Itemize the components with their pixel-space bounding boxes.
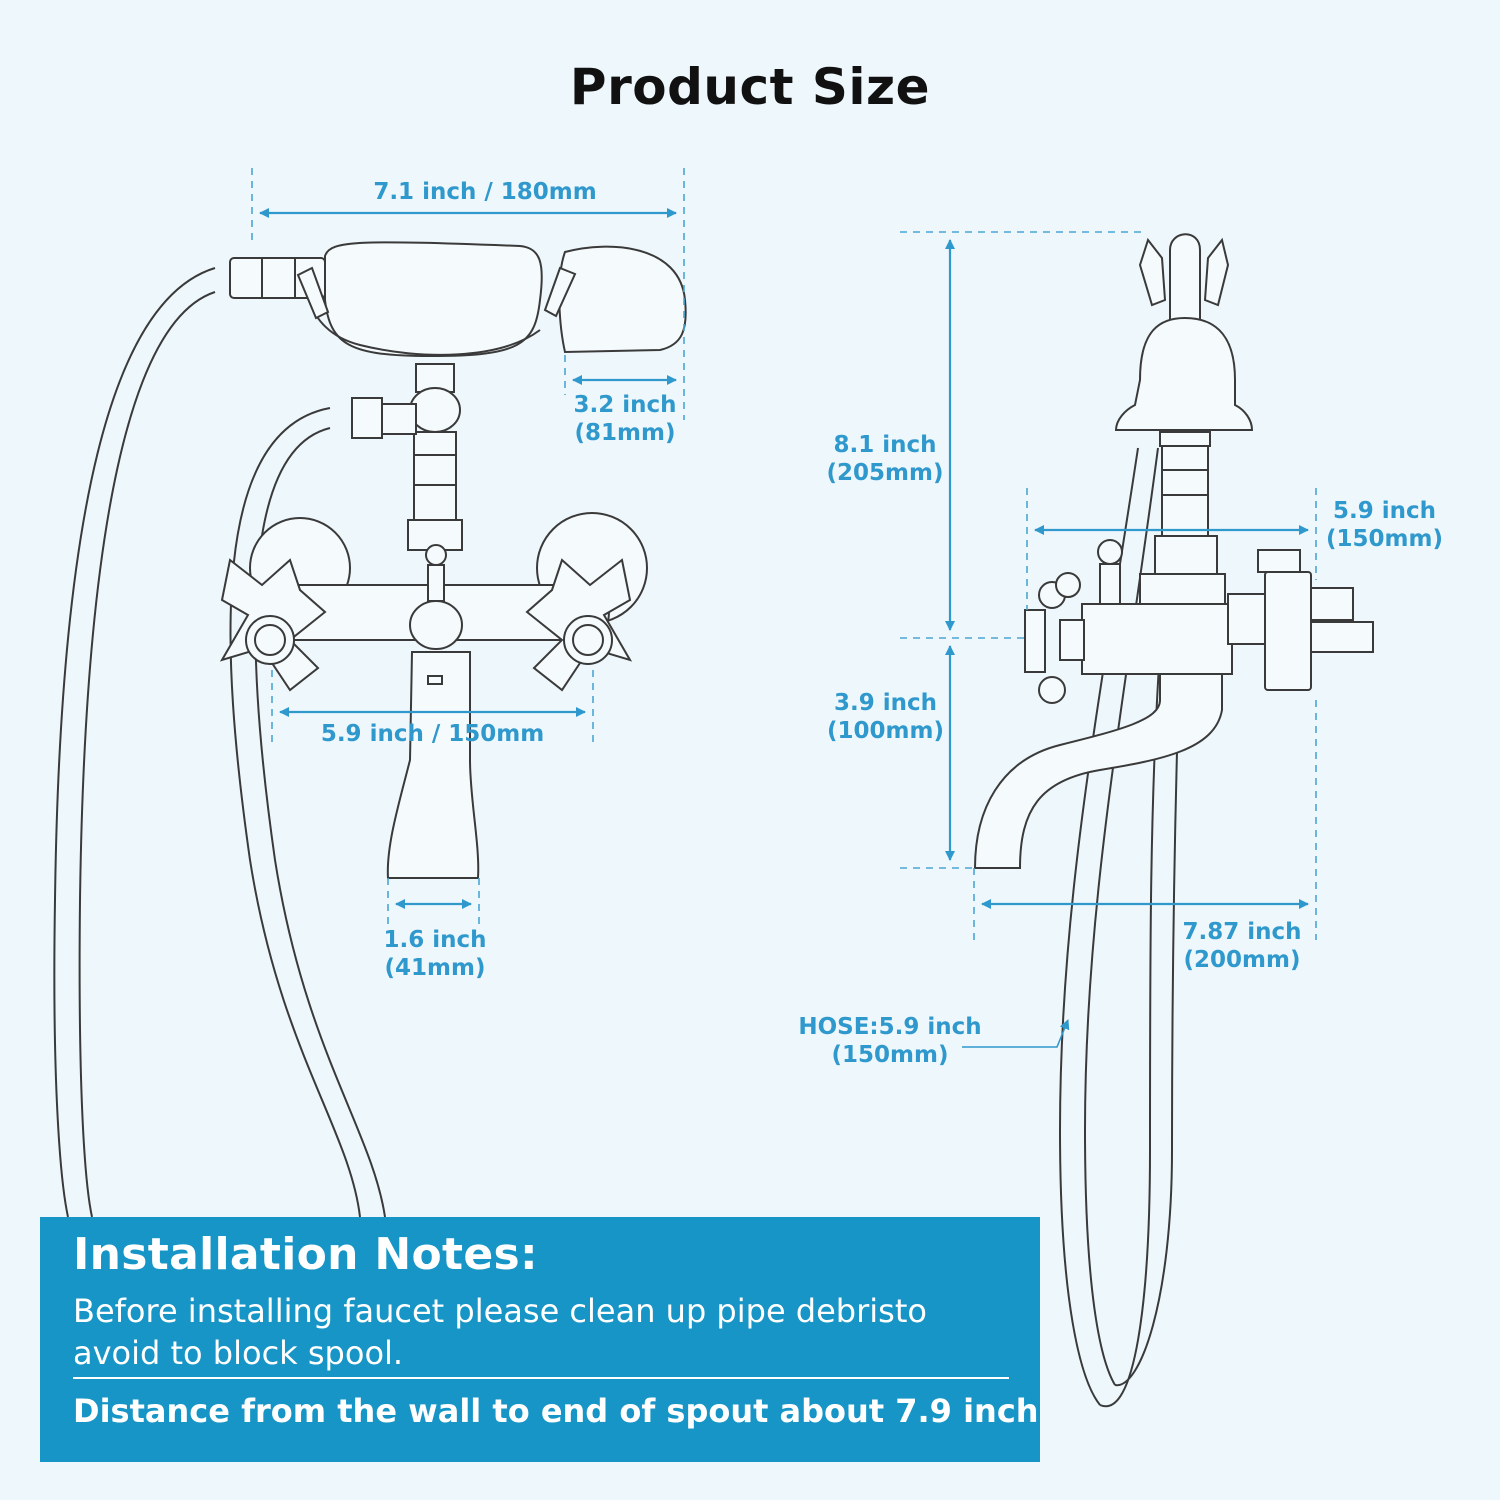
front-view-faucet [53,241,687,1218]
installation-notes-divider [73,1377,1009,1379]
dim-hose: HOSE:5.9 inch (150mm) [795,1013,985,1069]
side-view-dimension-lines [900,231,1317,1048]
dim-spout-width-mm: (41mm) [384,955,486,981]
dim-side-depth: 5.9 inch (150mm) [1322,497,1447,553]
front-view-dimension-lines [251,168,685,930]
dim-hose-inch: HOSE:5.9 inch [798,1014,982,1040]
dim-total-height-inch: 8.1 inch [833,432,937,458]
dim-spout-drop: 3.9 inch (100mm) [818,689,953,745]
dim-handshower-length: 7.1 inch / 180mm [360,178,610,206]
dim-spout-drop-mm: (100mm) [827,718,944,744]
dim-spout-width-inch: 1.6 inch [383,927,487,953]
dim-total-height: 8.1 inch (205mm) [815,431,955,487]
dim-spout-width: 1.6 inch (41mm) [375,926,495,982]
dim-total-height-mm: (205mm) [826,460,944,486]
dim-spout-drop-inch: 3.9 inch [833,690,938,716]
dim-handshower-head: 3.2 inch (81mm) [565,391,685,447]
installation-notes-panel: Installation Notes: Before installing fa… [40,1217,1040,1462]
page-title: Product Size [569,58,931,116]
dim-handshower-head-mm: (81mm) [574,420,676,446]
dim-spout-reach-mm: (200mm) [1183,947,1301,973]
dim-spout-reach: 7.87 inch (200mm) [1172,918,1312,974]
dim-side-depth-mm: (150mm) [1326,526,1443,552]
dim-handshower-length-label: 7.1 inch / 180mm [373,179,597,205]
installation-notes-body: Before installing faucet please clean up… [73,1292,927,1372]
dim-handle-spacing-label: 5.9 inch / 150mm [320,721,545,747]
installation-notes-heading: Installation Notes: [73,1229,538,1280]
side-view-faucet [973,233,1374,1408]
dim-handle-spacing: 5.9 inch / 150mm [305,720,560,748]
dim-hose-mm: (150mm) [831,1042,949,1068]
installation-notes-footer: Distance from the wall to end of spout a… [73,1392,1039,1430]
dim-side-depth-inch: 5.9 inch [1332,498,1437,524]
dim-spout-reach-inch: 7.87 inch [1182,919,1302,945]
dim-handshower-head-inch: 3.2 inch [573,392,677,418]
